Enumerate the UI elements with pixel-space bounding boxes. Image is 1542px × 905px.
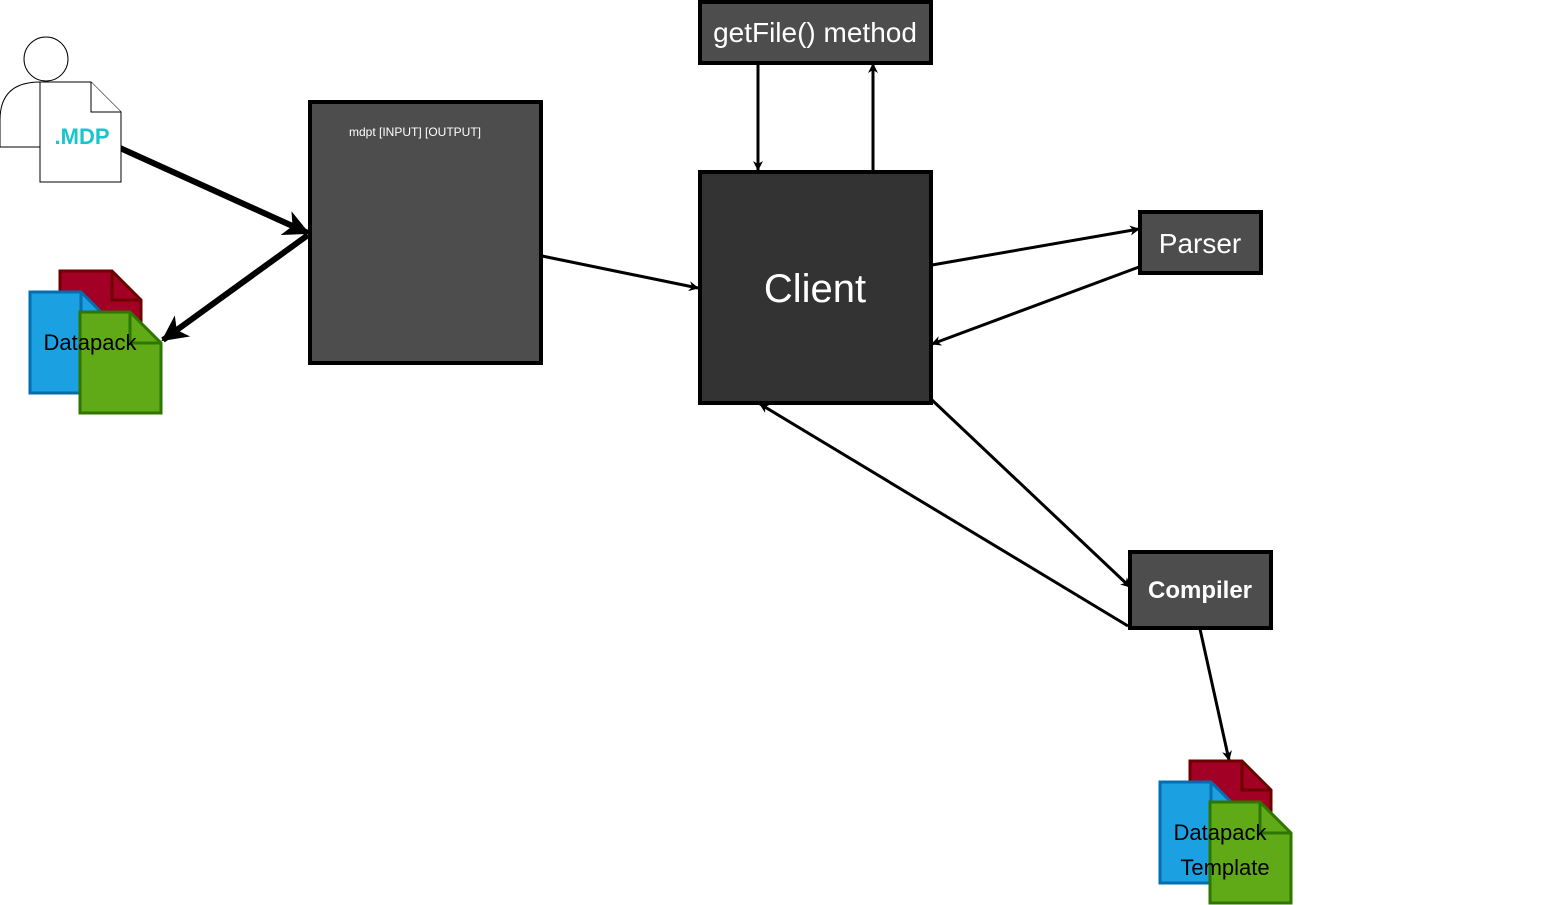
edge-cli-to-client [541, 254, 699, 292]
edge-cli-to-datapack [161, 232, 310, 343]
cli-label: mdpt [INPUT] [OUTPUT] [349, 125, 481, 139]
compiler-label: Compiler [1148, 577, 1252, 604]
edge-mdp-to-cli [118, 145, 310, 236]
getfile-method-label: getFile() method [713, 17, 917, 48]
parser-label: Parser [1159, 228, 1241, 259]
datapack-template-label-line2: Template [1180, 855, 1269, 880]
parser-box: Parser [1138, 210, 1263, 275]
edge-compiler-to-client [759, 402, 1129, 628]
cli-box: mdpt [INPUT] [OUTPUT] [308, 100, 543, 365]
client-box: Client [698, 170, 933, 405]
datapack-template-label-line1: Datapack [1174, 820, 1268, 845]
edge-parser-to-client [931, 265, 1140, 346]
edge-compiler-to-template [1198, 628, 1232, 761]
getfile-method-box: getFile() method [698, 0, 933, 65]
user-icon [0, 36, 69, 148]
edge-client-to-compiler [930, 398, 1132, 589]
datapack-output-stacked-documents-icon: Datapack [28, 269, 163, 415]
mdp-file-label: .MDP [55, 124, 110, 149]
edges [118, 63, 1232, 761]
client-label: Client [764, 267, 866, 311]
mdp-file-document-icon: .MDP [39, 81, 122, 183]
datapack-output-label: Datapack [44, 330, 138, 355]
edge-client-to-parser [931, 225, 1140, 267]
compiler-box: Compiler [1128, 550, 1273, 630]
datapack-template-stacked-documents-icon: Datapack Template [1158, 759, 1293, 905]
